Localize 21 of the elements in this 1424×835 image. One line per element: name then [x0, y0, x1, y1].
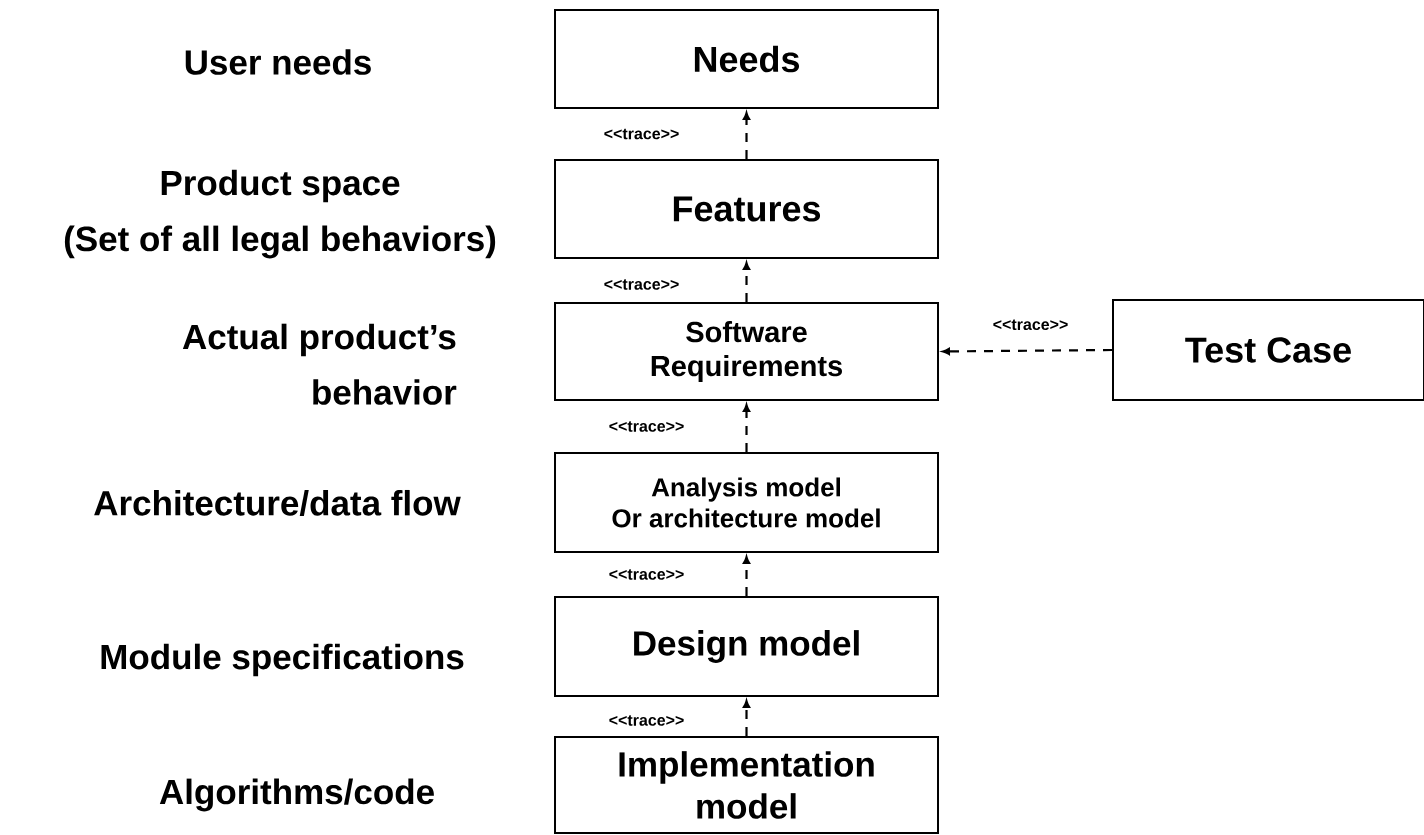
- process-box: Test Case: [1112, 299, 1424, 401]
- edge-label: <<trace>>: [609, 715, 684, 726]
- level-label: Product space: [161, 169, 400, 203]
- process-box: Analysis model Or architecture model: [554, 452, 939, 553]
- process-box: Features: [554, 159, 939, 259]
- process-box: Design model: [554, 596, 939, 697]
- level-label: (Set of all legal behaviors): [64, 225, 496, 259]
- level-label: behavior: [313, 379, 457, 405]
- edge-label: <<trace>>: [609, 421, 684, 432]
- level-label: Actual product’s: [182, 323, 456, 357]
- process-box: Implementation model: [554, 736, 939, 834]
- level-label: User needs: [185, 49, 371, 75]
- level-label: Module specifications: [101, 643, 464, 677]
- edge-label: <<trace>>: [604, 279, 679, 290]
- process-box: Software Requirements: [554, 302, 939, 401]
- level-label: Algorithms/code: [159, 778, 434, 812]
- edge-label: <<trace>>: [993, 319, 1068, 331]
- level-label: Architecture/data flow: [94, 489, 461, 517]
- process-box: Needs: [554, 9, 939, 109]
- edge-label: <<trace>>: [609, 569, 684, 580]
- edge-label: <<trace>>: [604, 128, 679, 140]
